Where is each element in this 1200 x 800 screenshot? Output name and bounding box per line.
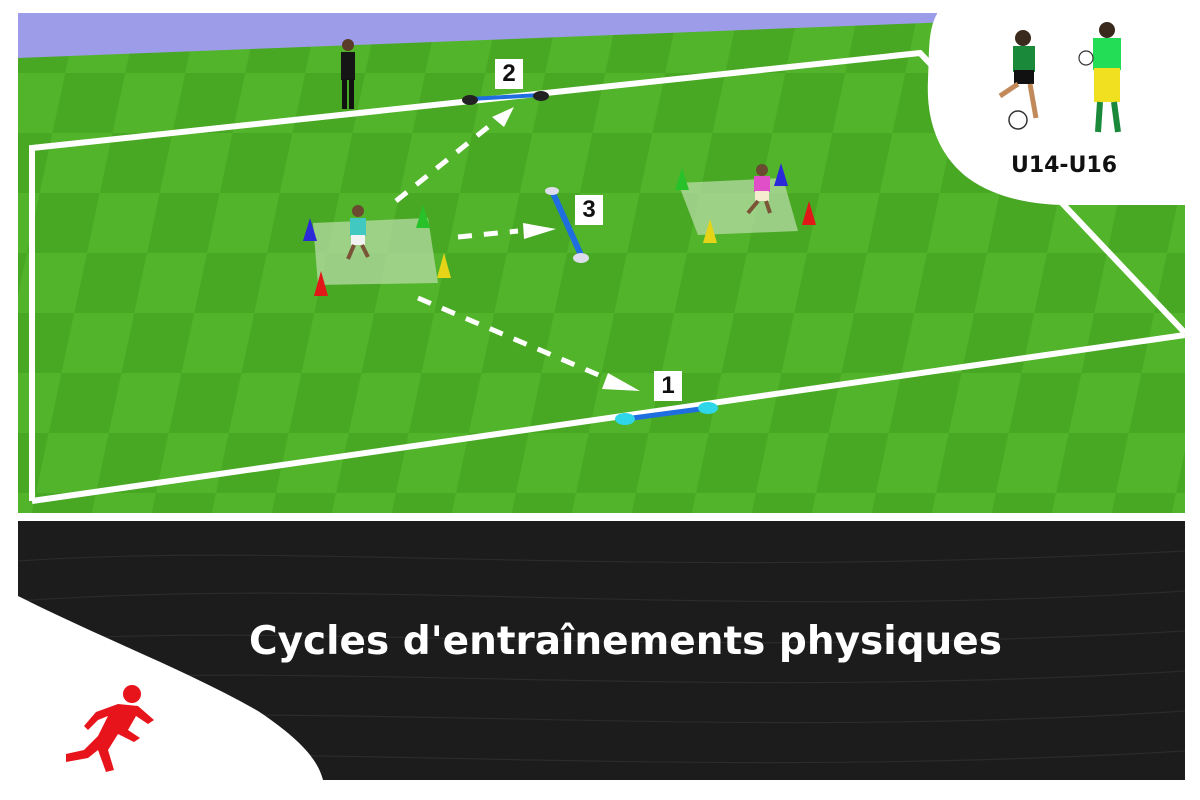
right-square <box>678 178 798 235</box>
marker-label-3: 3 <box>575 195 603 225</box>
cones-right <box>675 163 816 243</box>
arrow-heads <box>492 107 640 391</box>
start-square <box>313 218 438 285</box>
banner-swoosh <box>18 596 323 780</box>
grass <box>18 13 1185 513</box>
age-group-label: U14-U16 <box>1010 153 1118 178</box>
age-badge <box>927 0 1200 205</box>
drill-card: 2 3 1 <box>18 13 1185 780</box>
page-title: Cycles d'entraînements physiques <box>249 619 1002 664</box>
player-left-icon <box>346 205 370 260</box>
run-arrows <box>394 117 609 382</box>
goalkeeper-icon <box>1078 22 1121 133</box>
gate-1 <box>615 402 718 425</box>
gate-2 <box>462 91 549 105</box>
runner-icon <box>66 685 154 772</box>
title-banner <box>18 521 1185 780</box>
marker-label-2: 2 <box>495 59 523 89</box>
player-right-icon <box>746 164 772 215</box>
referee-icon <box>341 39 355 109</box>
cones-left <box>303 205 451 296</box>
pitch-front-line <box>31 332 1185 504</box>
player-dribbling-icon <box>998 30 1039 130</box>
marker-label-1: 1 <box>654 371 682 401</box>
gate-3 <box>545 187 589 263</box>
